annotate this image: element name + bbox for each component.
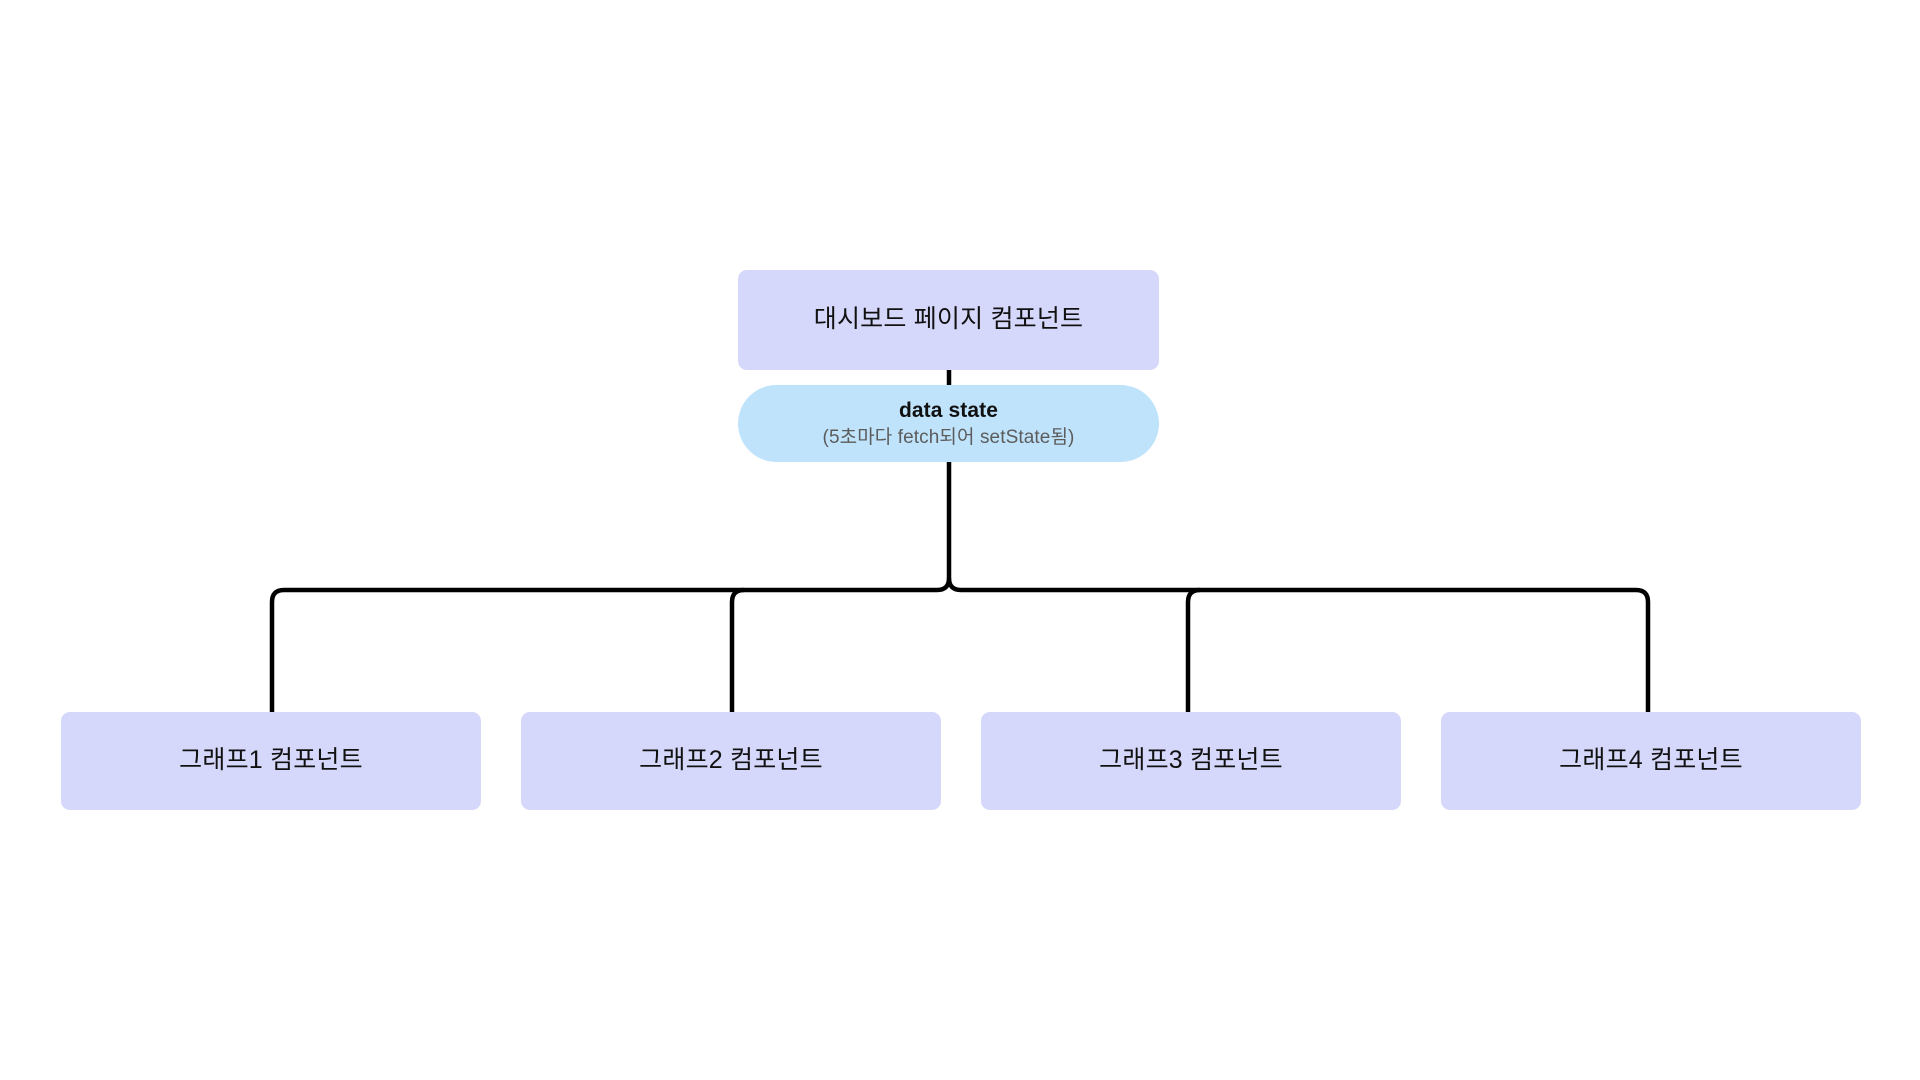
node-label: 대시보드 페이지 컴포넌트 (813, 305, 1084, 334)
node-label: 그래프1 컴포넌트 (179, 746, 363, 775)
node-graph-1-component[interactable]: 그래프1 컴포넌트 (61, 712, 481, 810)
node-dashboard-page-component[interactable]: 대시보드 페이지 컴포넌트 (738, 270, 1159, 370)
node-graph-3-component[interactable]: 그래프3 컴포넌트 (981, 712, 1401, 810)
state-subtitle: (5초마다 fetch되어 setState됨) (822, 426, 1075, 448)
node-graph-4-component[interactable]: 그래프4 컴포넌트 (1441, 712, 1861, 810)
node-label: 그래프2 컴포넌트 (639, 746, 823, 775)
node-data-state[interactable]: data state (5초마다 fetch되어 setState됨) (738, 385, 1159, 462)
edge-drop-graph3 (1185, 587, 1201, 712)
node-label: 그래프3 컴포넌트 (1099, 746, 1283, 775)
state-title: data state (898, 398, 999, 422)
edge-bus-left (269, 577, 952, 712)
node-label: 그래프4 컴포넌트 (1559, 746, 1743, 775)
edge-state-trunk (946, 462, 1651, 712)
node-graph-2-component[interactable]: 그래프2 컴포넌트 (521, 712, 941, 810)
edge-drop-graph2 (729, 587, 745, 712)
